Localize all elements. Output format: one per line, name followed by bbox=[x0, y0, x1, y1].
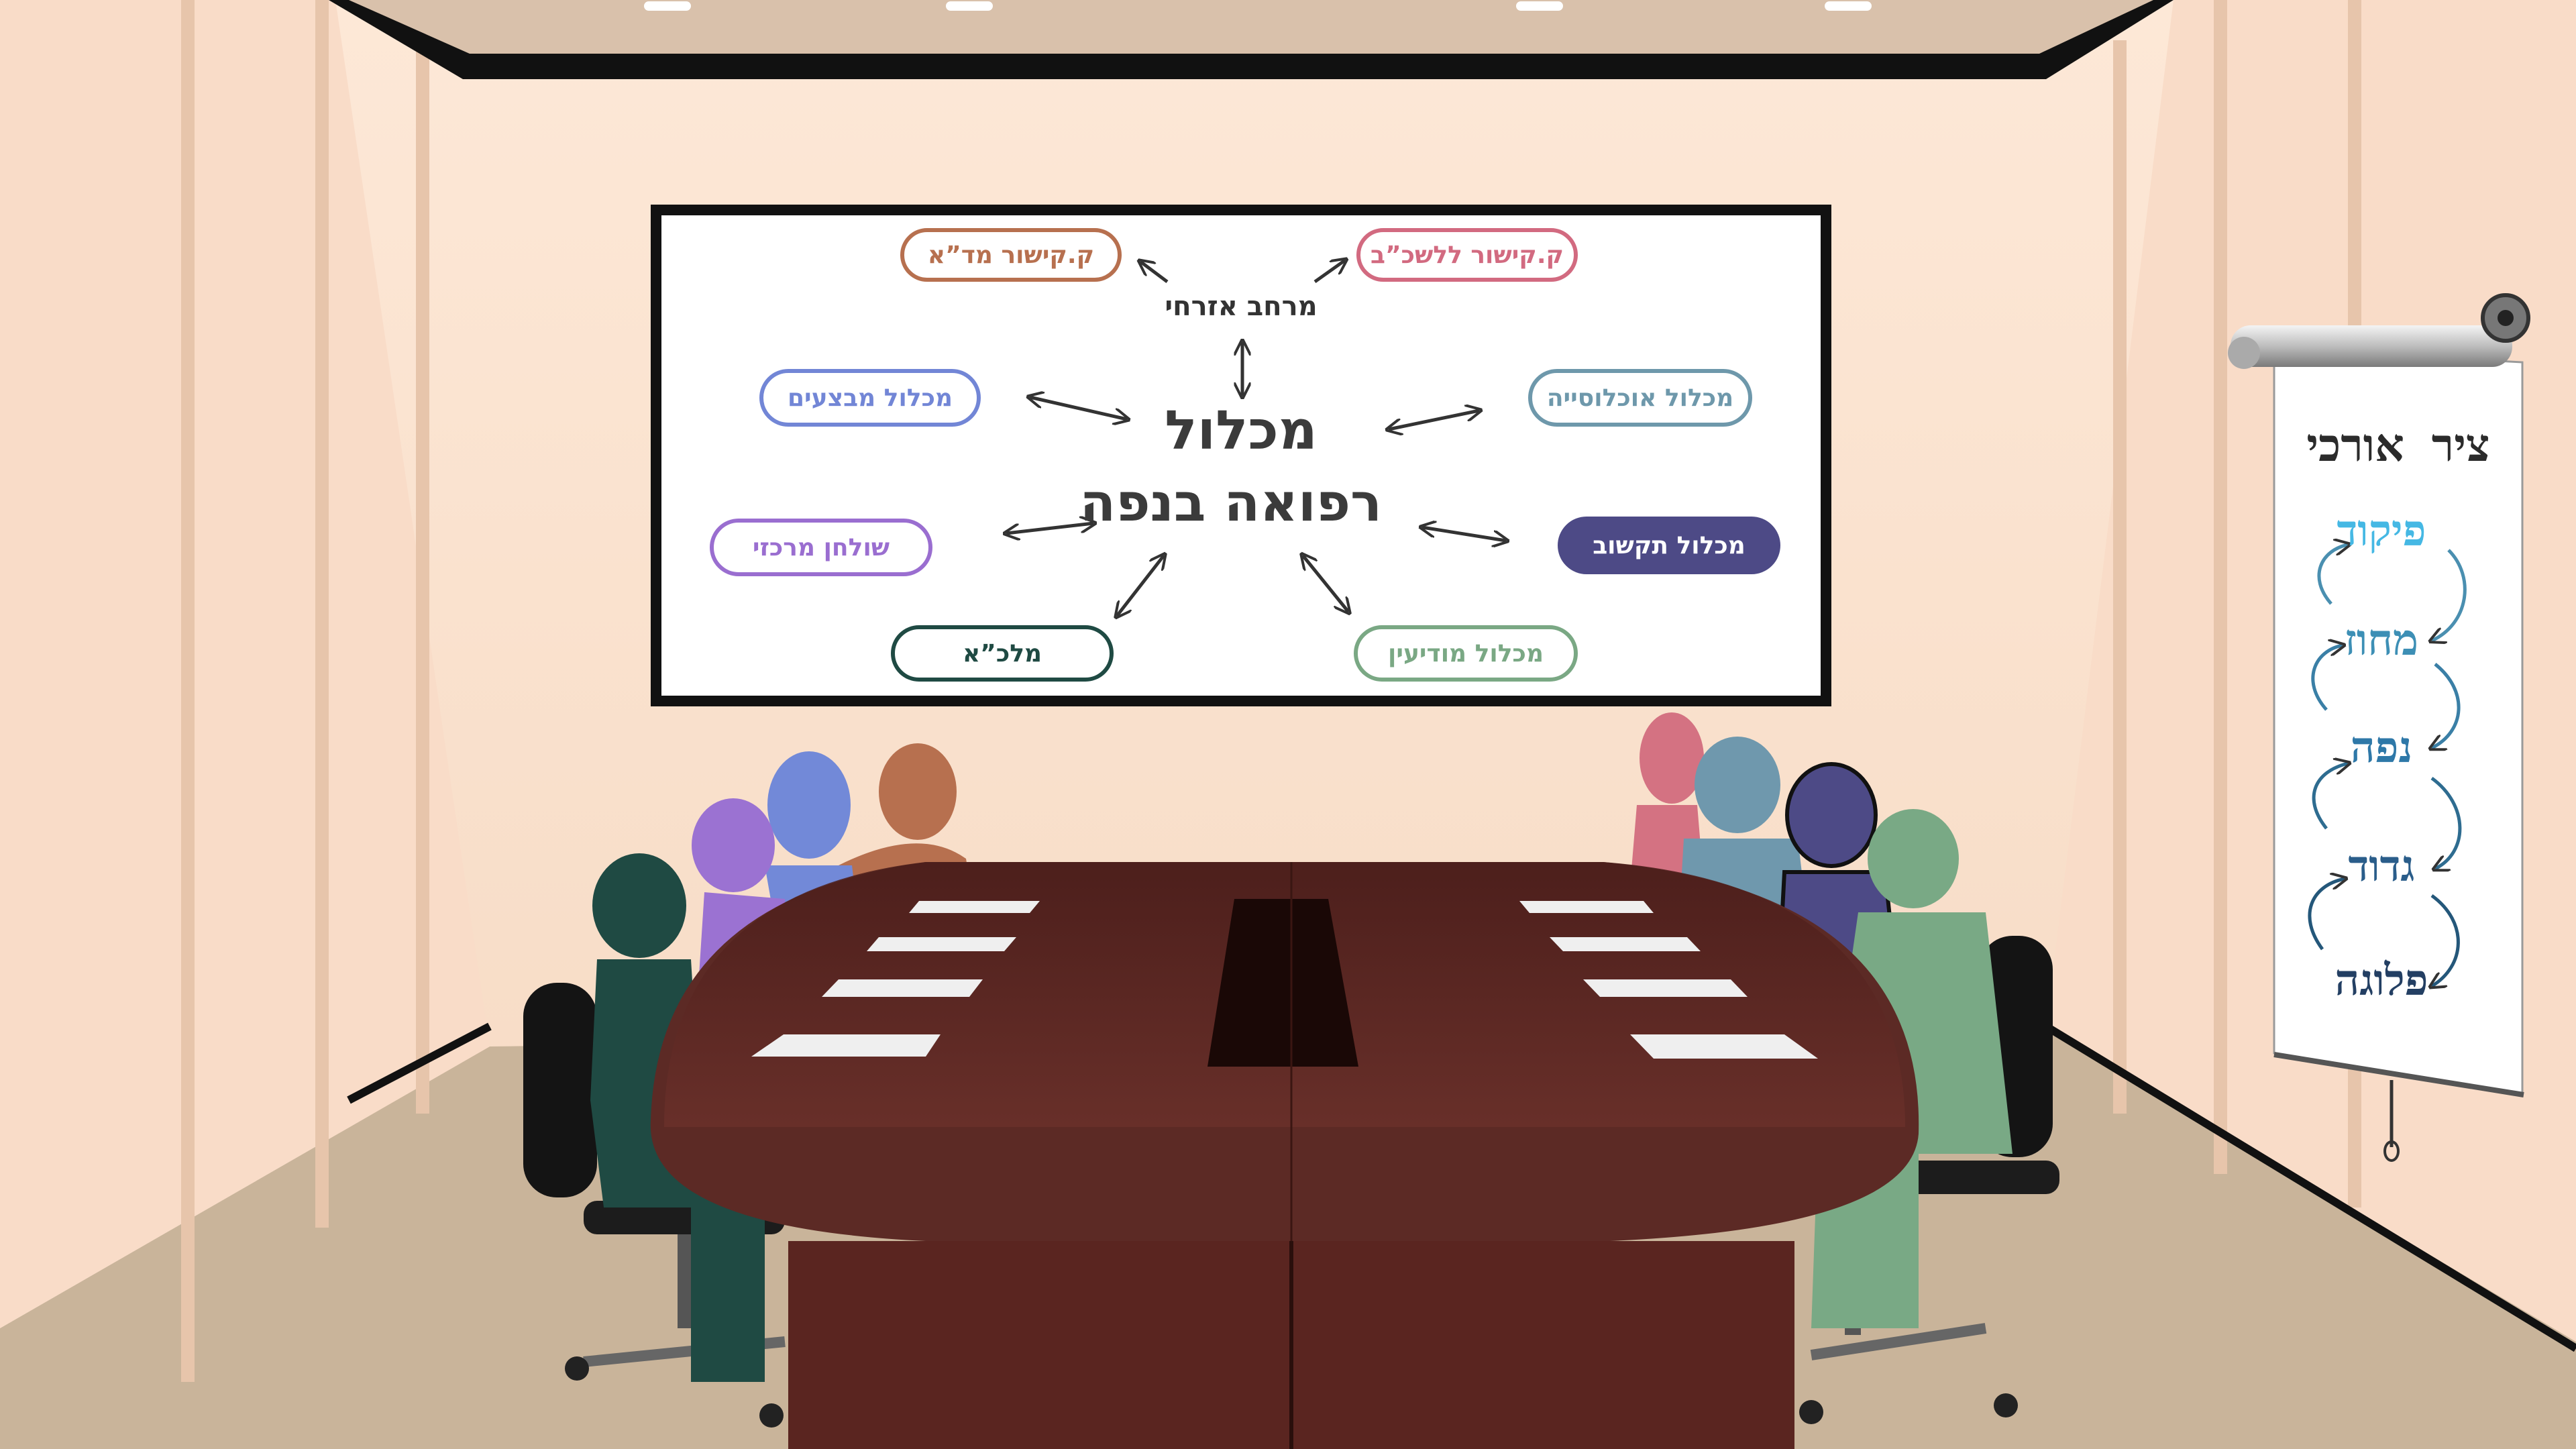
node-liaison-mda: ק.קישור מד”א bbox=[900, 228, 1122, 282]
flipchart-level-4: גדוד bbox=[2348, 842, 2415, 892]
left-wall-panels bbox=[181, 0, 492, 1382]
flipchart-arrows bbox=[2308, 545, 2467, 986]
center-title-line1: מכלול bbox=[1165, 399, 1318, 462]
node-central-table: שולחן מרכזי bbox=[710, 519, 932, 576]
flipchart-level-1: פיקוד bbox=[2337, 506, 2426, 556]
flipchart-level-5: פלוגה bbox=[2334, 956, 2428, 1006]
civil-space-label: מרחב אזרחי bbox=[1165, 291, 1318, 322]
presentation-screen bbox=[651, 205, 1831, 706]
papers bbox=[751, 901, 1818, 1059]
node-communication: מכלול תקשוב bbox=[1558, 517, 1780, 574]
left-wall bbox=[0, 0, 490, 1328]
conference-table bbox=[650, 862, 1919, 1449]
node-malkaa: מלכ”א bbox=[891, 625, 1114, 682]
diagram-arrows bbox=[1006, 260, 1506, 616]
node-performance: מכלול מבצעים bbox=[759, 369, 981, 427]
flipchart-level-2: מחוז bbox=[2344, 616, 2419, 665]
flipchart-level-3: נפה bbox=[2350, 723, 2413, 773]
node-intelligence: מכלול מודיעין bbox=[1354, 625, 1578, 682]
ceiling-trim bbox=[329, 0, 2174, 79]
node-liaison-lashkab: ק.קישור ללשכ”ב bbox=[1356, 228, 1578, 282]
flipchart bbox=[2228, 293, 2530, 1162]
flipchart-title: ציר אורכי bbox=[2306, 419, 2490, 472]
center-title-line2: רפואה בנפה bbox=[1079, 473, 1382, 533]
node-population: מכלול אוכלוסייה bbox=[1528, 369, 1752, 427]
